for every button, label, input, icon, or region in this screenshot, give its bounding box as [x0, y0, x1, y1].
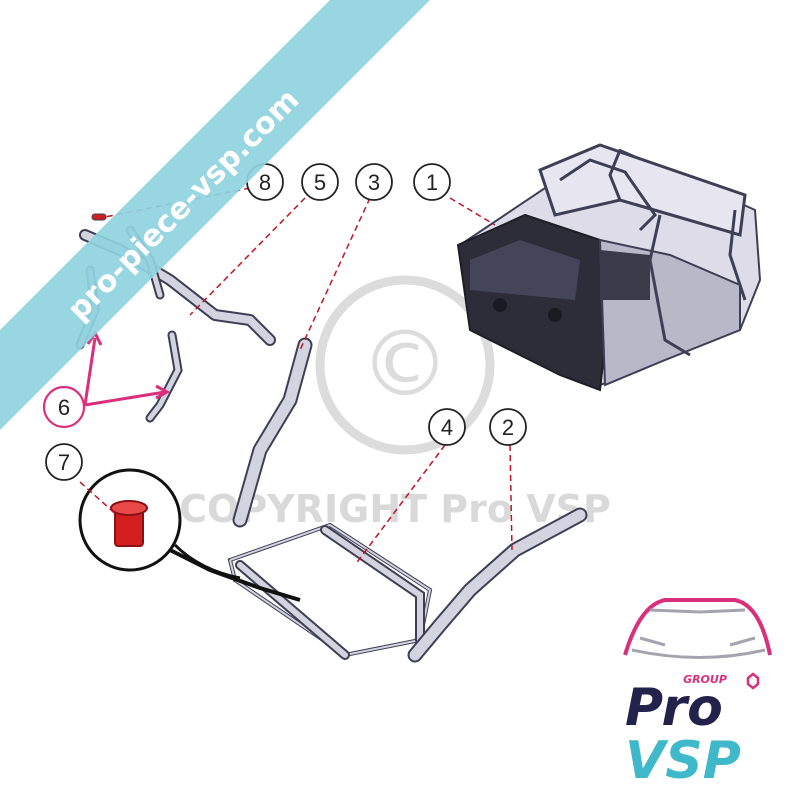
leader-7: [79, 481, 121, 519]
pro-vsp-logo: GROUP Pro VSP: [623, 598, 772, 791]
callout-label: 8: [259, 170, 271, 195]
leader-3: [299, 197, 371, 351]
logo-pro-text: Pro: [625, 678, 723, 738]
callout-5: 5: [301, 163, 339, 201]
callout-2: 2: [489, 408, 527, 446]
pillar-part: [232, 337, 313, 528]
logo-vsp-text: VSP: [625, 731, 741, 791]
callout-3: 3: [355, 163, 393, 201]
callout-1: 1: [413, 163, 451, 201]
body-shell-part: [456, 143, 762, 392]
callout-label: 1: [426, 170, 438, 195]
callout-4: 4: [428, 408, 466, 446]
leader-4: [354, 444, 446, 566]
callout-label: 3: [368, 170, 380, 195]
callout-6-arrows: [83, 329, 171, 407]
callout-label: 2: [502, 415, 514, 440]
callout-label: 4: [441, 415, 453, 440]
rail-part: [407, 507, 588, 663]
callout-6: 6: [42, 385, 86, 429]
nut-detail: [78, 468, 241, 580]
callout-label: 6: [58, 395, 70, 420]
leader-1: [449, 197, 496, 226]
copyright-symbol: ©: [360, 312, 450, 417]
callout-label: 7: [58, 450, 70, 475]
callout-label: 5: [314, 170, 326, 195]
lower-frame-part: [169, 522, 433, 660]
callout-7: 7: [45, 443, 83, 481]
leader-2: [509, 444, 513, 551]
copyright-circle: [315, 275, 495, 455]
logo-group-text: GROUP: [683, 673, 727, 686]
leader-5: [189, 197, 306, 316]
